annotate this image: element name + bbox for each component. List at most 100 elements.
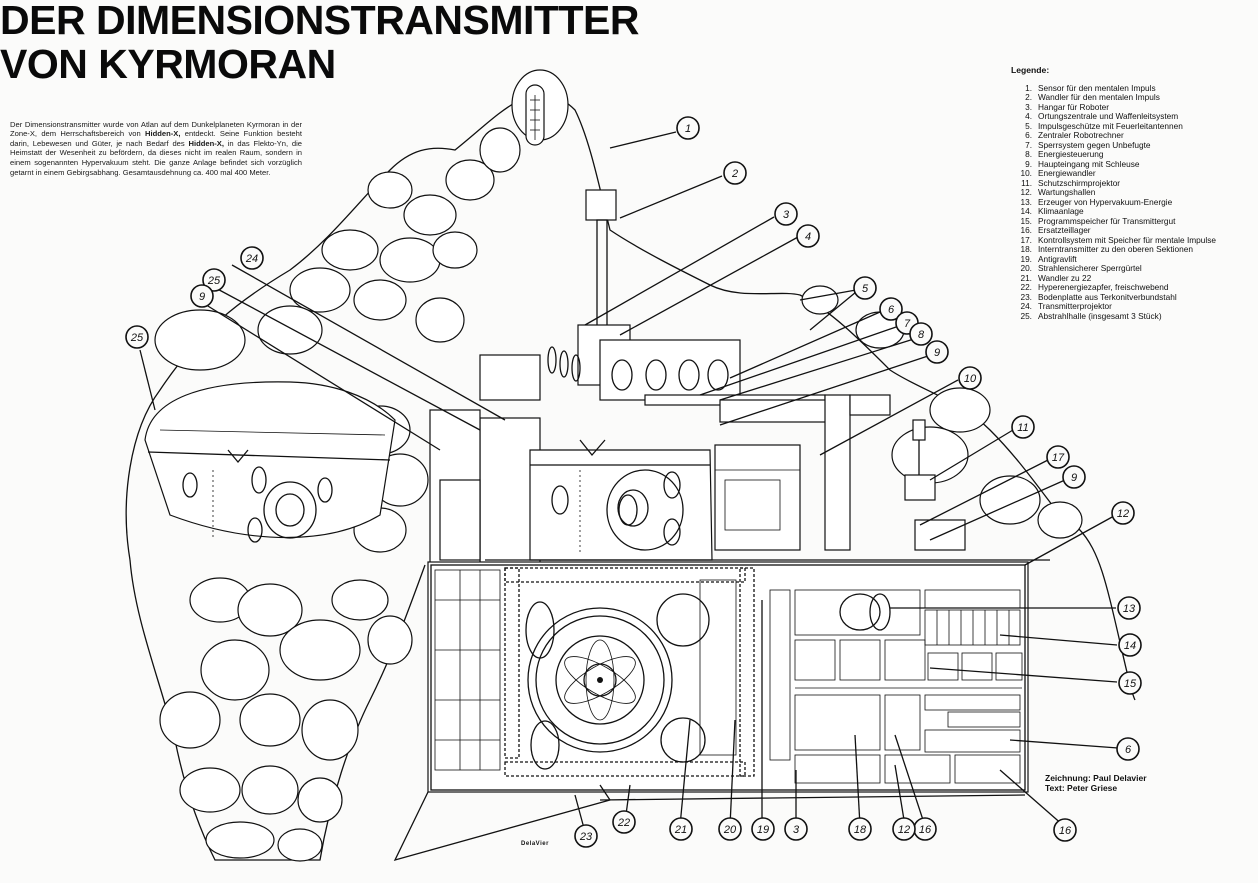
legend-item: 11.Schutzschirmprojektor: [1010, 177, 1258, 189]
legend-item: 4.Ortungszentrale und Waffenleitsystem: [1010, 111, 1258, 122]
legend-item: 1.Sensor für den mentalen Impuls: [1010, 83, 1258, 94]
callout-number: 9: [1071, 472, 1077, 484]
legend-item-label: Energiesteuerung: [1038, 149, 1104, 159]
callout-number: 6: [888, 304, 895, 316]
legend-item-label: Hyperenergiezapfer, freischwebend: [1038, 282, 1169, 292]
callout-marker: 3: [784, 817, 808, 841]
legend-item-number: 15.: [1020, 215, 1032, 226]
callout-circle: [1118, 633, 1142, 657]
leader-lines: [139, 131, 1119, 833]
callout-marker: 25: [202, 268, 226, 292]
legend-item-label: Wartungshallen: [1038, 187, 1096, 197]
callout-circle: [574, 824, 598, 848]
lower-base: [393, 561, 1029, 862]
legend-item-number: 20.: [1020, 263, 1032, 273]
callout-circle: [958, 366, 982, 390]
callout-circle: [892, 817, 916, 841]
callout-circle: [125, 325, 149, 349]
callout-marker: 20: [718, 817, 742, 841]
central-hall: [485, 394, 1050, 561]
callout-marker: 22: [612, 810, 636, 834]
callout-marker: 12: [892, 817, 916, 841]
mountain-rocks: [125, 69, 1136, 862]
legend-item-number: 22.: [1020, 282, 1032, 292]
credit-text: Text: Peter Griese: [1045, 783, 1118, 793]
intro-text-2: entdeckt. Seine Funktion besteht darin, …: [10, 129, 302, 148]
legend-item-number: 8.: [1025, 149, 1032, 159]
legend-item-label: Klimaanlage: [1038, 206, 1084, 216]
callout-circle: [796, 224, 820, 248]
callout-number: 4: [805, 231, 811, 243]
legend-item-label: Haupteingang mit Schleuse: [1038, 158, 1140, 169]
callout-number: 23: [579, 831, 593, 843]
callout-number: 16: [919, 824, 932, 836]
title-line-1: DER DIMENSIONSTRANSMITTER: [0, 0, 639, 43]
callout-marker: 25: [125, 325, 149, 349]
legend-item: 24.Transmitterprojektor: [1010, 301, 1258, 312]
legend-item-label: Ortungszentrale und Waffenleitsystem: [1038, 111, 1179, 121]
legend-item: 15. Programmspeicher für Transmittergut: [1010, 215, 1258, 227]
legend-item-number: 21.: [1020, 272, 1032, 283]
callout-marker: 16: [1053, 818, 1077, 842]
legend-item-number: 14.: [1020, 206, 1032, 216]
callout-marker: 15: [1118, 671, 1142, 695]
legend-item: 6.Zentraler Robotrechner: [1010, 130, 1258, 141]
callout-circle: [909, 322, 933, 346]
legend-title: Legende:: [1011, 65, 1050, 75]
callout-number: 17: [1052, 452, 1065, 464]
legend-item-label: Schutzschirmprojektor: [1038, 177, 1121, 188]
credit-drawing: Zeichnung: Paul Delavier: [1045, 773, 1147, 783]
callout-number: 6: [1125, 744, 1132, 756]
legend-item: 19.Antigravlift: [1010, 253, 1258, 265]
callout-marker: 11: [1011, 415, 1035, 439]
legend-item: 21.Wandler zu 22: [1010, 272, 1258, 284]
legend-item-number: 6.: [1025, 130, 1032, 140]
callout-number: 3: [783, 209, 790, 221]
callout-circle: [1053, 818, 1077, 842]
legend-item-label: Antigravlift: [1038, 253, 1077, 264]
legend-item: 25. Abstrahlhalle (insgesamt 3 Stück): [1010, 310, 1258, 322]
callout-circle: [774, 202, 798, 226]
legend-item: 17.Kontrollsystem mit Speicher für menta…: [1010, 234, 1258, 246]
callout-marker: 12: [1111, 501, 1135, 525]
legend-item-label: Energiewandler: [1038, 168, 1096, 178]
callout-marker: 9: [1062, 465, 1086, 489]
legend-item-label: Strahlensicherer Sperrgürtel: [1038, 263, 1142, 273]
callout-circle: [723, 161, 747, 185]
intro-text-1: Der Dimensionstransmitter wurde von Atla…: [10, 119, 302, 139]
callout-number: 7: [904, 318, 911, 330]
callout-number: 21: [674, 824, 687, 836]
callout-circle: [612, 810, 636, 834]
callouts: 1234567891011179121314156161612183192021…: [125, 116, 1142, 848]
legend-item: 2.Wandler für den mentalen Impuls: [1010, 92, 1258, 103]
callout-circle: [190, 284, 214, 308]
callout-number: 5: [862, 283, 869, 295]
callout-circle: [202, 268, 226, 292]
legend-item: 8. Energiesteuerung: [1010, 149, 1258, 160]
callout-marker: 19: [751, 817, 775, 841]
callout-circle: [1062, 465, 1086, 489]
legend-item-label: Abstrahlhalle (insgesamt 3 Stück): [1038, 310, 1162, 321]
artist-signature: DelaVier: [521, 841, 549, 847]
callout-circle: [784, 817, 808, 841]
callout-marker: 24: [240, 246, 264, 270]
legend-item-number: 18.: [1020, 244, 1032, 254]
callout-circle: [676, 116, 700, 140]
callout-marker: 8: [909, 322, 933, 346]
callout-number: 12: [1117, 508, 1129, 520]
callout-circle: [1111, 501, 1135, 525]
legend-item-label: Programmspeicher für Transmittergut: [1038, 215, 1176, 226]
callout-marker: 3: [774, 202, 798, 226]
legend-item-label: Sperrsystem gegen Unbefugte: [1038, 139, 1151, 150]
legend-item-number: 23.: [1020, 291, 1032, 302]
callout-number: 9: [934, 347, 940, 359]
legend-item-number: 17.: [1020, 234, 1032, 245]
legend-item-number: 25.: [1020, 310, 1032, 321]
callout-circle: [879, 297, 903, 321]
callout-number: 20: [723, 824, 737, 836]
callout-marker: 5: [853, 276, 877, 300]
legend-item-number: 24.: [1020, 301, 1032, 311]
callout-number: 2: [731, 168, 738, 180]
callout-number: 1: [685, 123, 691, 135]
